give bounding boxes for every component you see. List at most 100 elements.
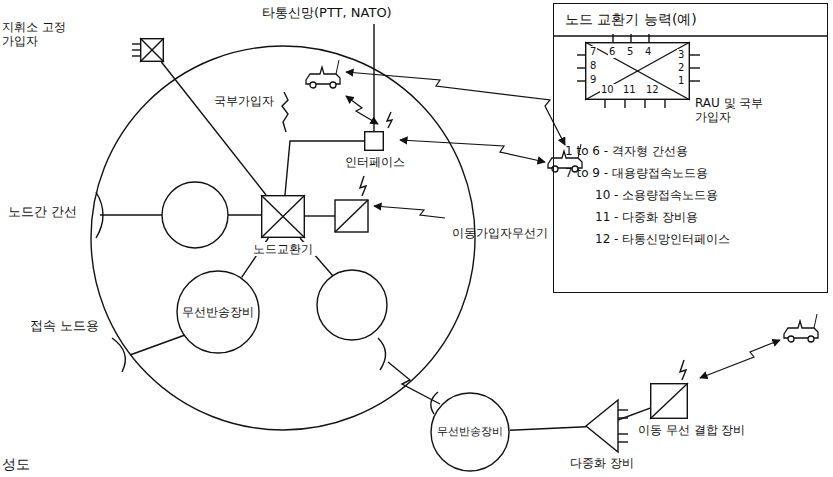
connector-line xyxy=(510,427,586,431)
annotation: 노드간 간선 xyxy=(8,204,77,220)
coupler-box-outline xyxy=(650,383,688,419)
drawing-part xyxy=(228,214,261,215)
radio-relay-circle: 무선반송장비 xyxy=(430,392,510,472)
port-number: 12 xyxy=(645,84,660,96)
drawing-part xyxy=(604,100,605,108)
port-number: 8 xyxy=(589,60,597,72)
shape-stroke xyxy=(554,4,828,293)
drawing-part xyxy=(690,80,700,81)
trunk-bracket xyxy=(96,192,103,238)
node-boundary-circle xyxy=(91,46,475,430)
drawing-part xyxy=(346,96,378,124)
network-lines xyxy=(91,24,828,442)
drawing-part xyxy=(577,54,585,55)
drawing-part xyxy=(305,215,335,216)
node-label: RAU 및 국부 가입자 xyxy=(695,96,767,125)
node-label: 노드교환기 xyxy=(250,242,316,256)
drawing-part xyxy=(132,43,140,44)
port-number: 7 xyxy=(589,46,597,58)
node-label: 인터페이스 xyxy=(342,155,408,169)
shape-stroke xyxy=(261,195,305,238)
node-label: 다중화 장비 xyxy=(558,456,646,470)
node-switch-outline xyxy=(261,195,305,238)
annotation: 성도 xyxy=(2,456,30,473)
port-number: 1 xyxy=(677,75,685,87)
shape-stroke xyxy=(261,195,305,238)
radio-bracket xyxy=(378,338,386,370)
shape-stroke xyxy=(177,271,259,353)
trunk-circle xyxy=(162,182,228,248)
jeep-icon xyxy=(306,60,340,88)
multiplexer-triangle: 다중화 장비 xyxy=(586,400,618,452)
drawing-part xyxy=(618,409,628,410)
local-subscriber-line xyxy=(282,92,288,132)
drawing-part xyxy=(335,200,368,232)
radio-bolt xyxy=(680,360,686,380)
shape-stroke xyxy=(365,132,384,151)
radio-bolt xyxy=(360,176,366,196)
interface-box: 인터페이스 xyxy=(364,131,384,151)
port-number: 4 xyxy=(644,46,652,58)
node-label: 이동 무선 결합 장비 xyxy=(638,423,778,437)
drawing-part xyxy=(612,34,613,42)
annotation: 1 to 6 - 격자형 간선용 xyxy=(565,144,688,158)
node-label: 무선반송장비 xyxy=(430,392,510,472)
shape-stroke xyxy=(140,38,164,62)
interface-box-outline xyxy=(364,131,384,151)
drawing-part xyxy=(648,34,649,42)
drawing-part xyxy=(132,55,140,56)
drawing-part xyxy=(577,67,585,68)
drawing-part xyxy=(374,206,445,218)
port-number: 2 xyxy=(677,62,685,74)
shape-stroke xyxy=(586,43,690,100)
port-number: 3 xyxy=(677,49,685,61)
drawing-part xyxy=(624,100,625,108)
radio-relay-circle: 무선반송장비 xyxy=(176,270,260,354)
access-bracket xyxy=(112,338,125,372)
shape-stroke xyxy=(585,42,690,100)
drawing-part xyxy=(644,100,645,108)
drawing-part xyxy=(346,72,565,145)
drawing-part xyxy=(700,340,780,378)
shape-stroke xyxy=(262,196,305,238)
drawing-part xyxy=(577,80,585,81)
drawing-part xyxy=(690,67,700,68)
annotation: 국부가입자 xyxy=(214,94,274,108)
node-label: 지휘소 고정가입자 xyxy=(2,20,68,49)
drawing-part xyxy=(618,441,628,442)
port-number: 10 xyxy=(600,84,615,96)
drawing-part xyxy=(400,140,545,162)
drawing-part xyxy=(130,335,185,355)
annotation: 12 - 타통신망인터페이스 xyxy=(595,232,730,246)
drawing-part xyxy=(618,433,628,434)
connector-line xyxy=(161,62,266,195)
shape-stroke xyxy=(140,38,164,62)
subscriber-box: 지휘소 고정가입자 xyxy=(140,38,164,62)
drawing-part xyxy=(553,35,828,36)
radio-bolt xyxy=(387,112,392,128)
drawing-part xyxy=(690,54,700,55)
annotation: 10 - 소용량접속노드용 xyxy=(595,188,718,202)
drawing-part xyxy=(373,24,374,131)
shape-stroke xyxy=(650,383,688,419)
node-label: 노드 교환기 능력(예) xyxy=(565,11,815,28)
annotation: 11 - 다중화 장비용 xyxy=(595,210,698,224)
port-number: 5 xyxy=(626,46,634,58)
port-number: 6 xyxy=(608,46,616,58)
annotation: 이동가입자무선기 xyxy=(452,226,548,240)
drawing-part xyxy=(100,214,162,215)
coupler-box: 이동 무선 결합 장비 xyxy=(650,383,688,419)
drawing-part xyxy=(664,100,665,108)
jeep-icon xyxy=(784,314,818,342)
radio-circle xyxy=(317,270,387,340)
annotation: 7 to 9 - 대용량접속노드용 xyxy=(565,166,708,180)
drawing-part xyxy=(132,49,140,50)
connector-line xyxy=(618,408,650,420)
shape-stroke xyxy=(585,42,690,100)
port-number: 11 xyxy=(622,84,637,96)
coupler-box xyxy=(335,200,368,232)
shape-stroke xyxy=(651,384,688,419)
annotation: 타통신망(PTT, NATO) xyxy=(262,5,392,21)
